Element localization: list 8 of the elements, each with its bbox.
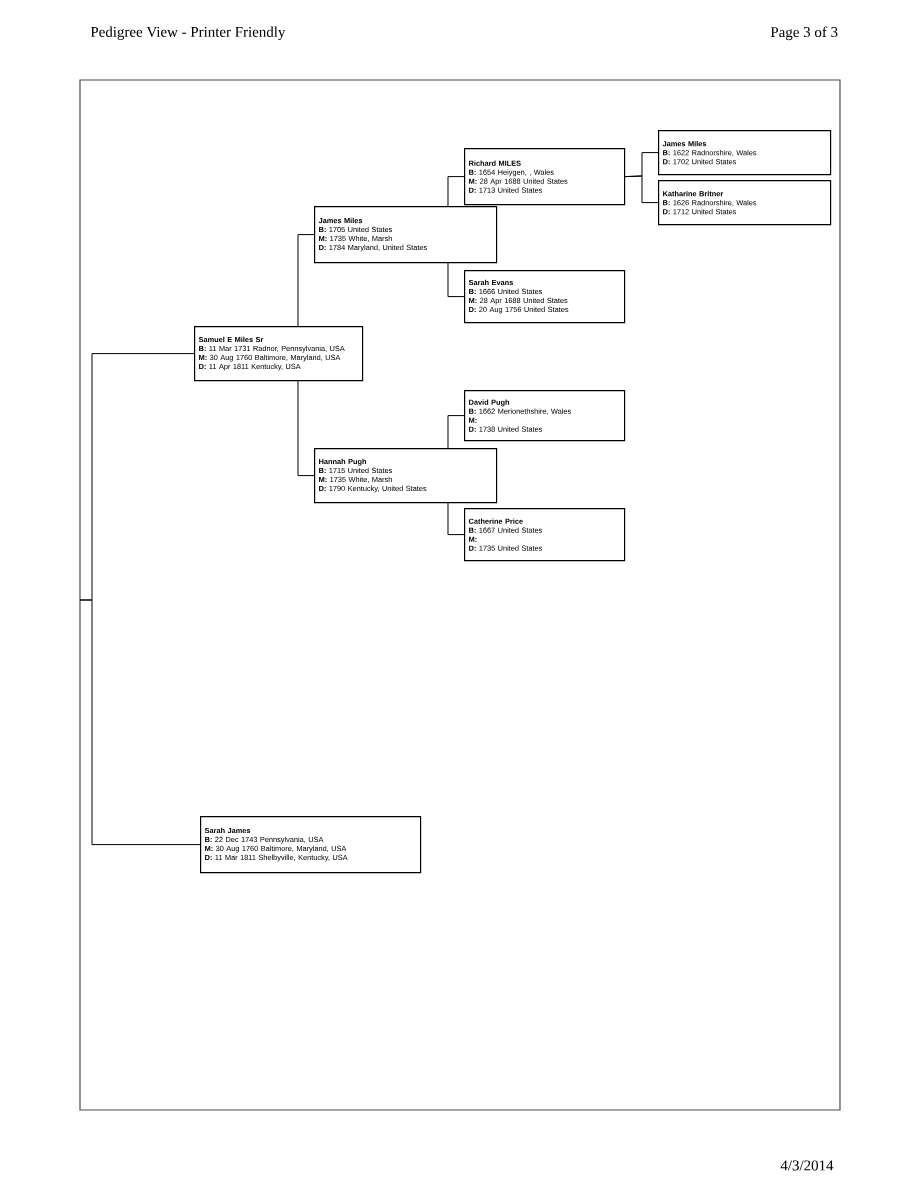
connector-line	[447, 176, 465, 207]
connector-line	[79, 599, 201, 846]
connector-line	[447, 261, 465, 298]
connector-line	[447, 415, 465, 449]
connector-line	[297, 379, 315, 477]
connector-line	[624, 175, 659, 204]
connector-line	[297, 234, 315, 327]
connector-line	[447, 501, 465, 536]
